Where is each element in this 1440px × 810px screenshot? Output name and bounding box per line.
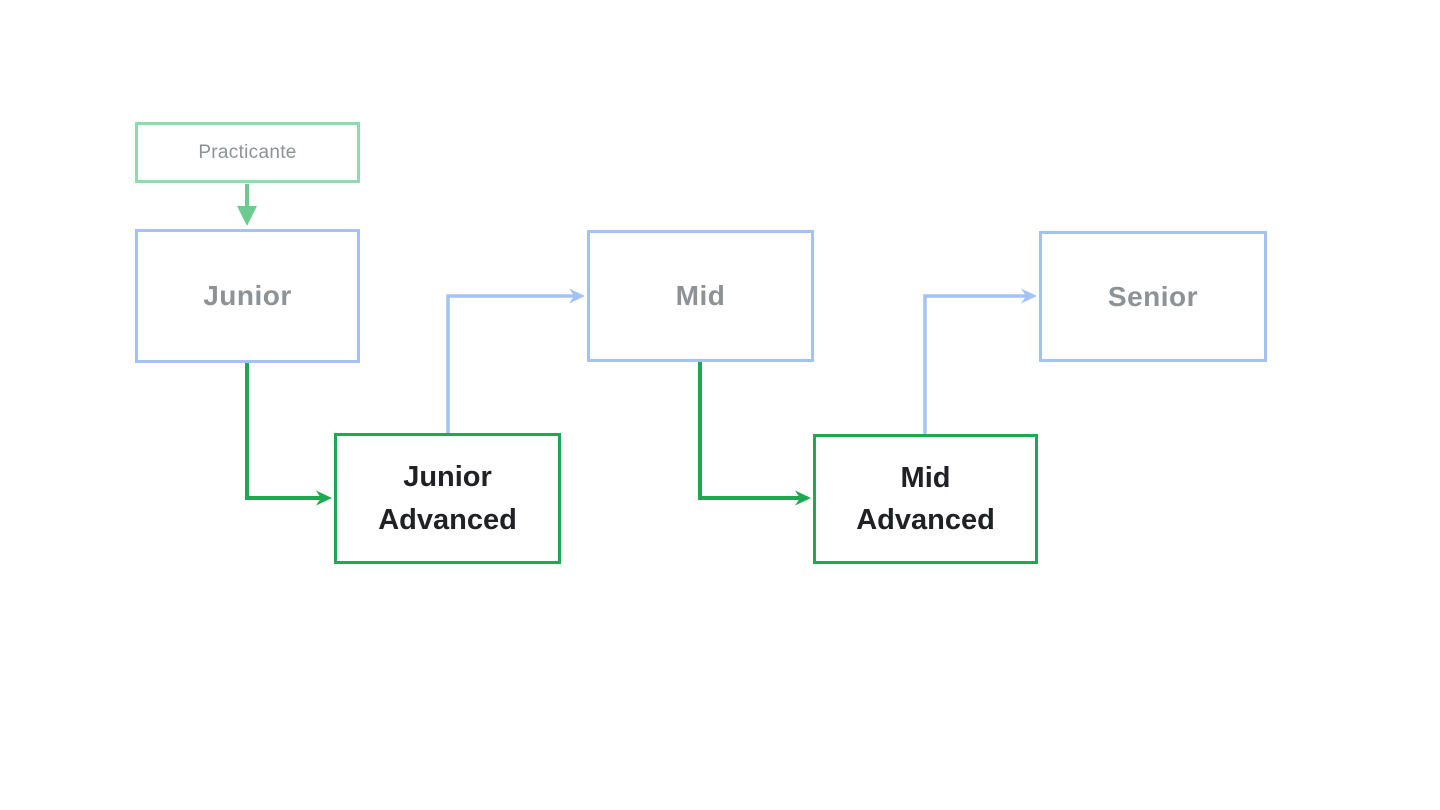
connector-practicante-to-junior bbox=[237, 184, 257, 226]
node-senior-label: Senior bbox=[1107, 280, 1199, 312]
connector-line bbox=[698, 361, 800, 500]
node-mid-advanced-label: Mid Advanced bbox=[856, 461, 995, 536]
connector-junior-to-junior-advanced bbox=[245, 362, 332, 506]
arrowhead-down-icon bbox=[237, 206, 257, 226]
node-mid-advanced: Mid Advanced bbox=[813, 434, 1038, 564]
arrowhead-right-icon bbox=[1021, 288, 1037, 304]
connector-line bbox=[446, 294, 574, 434]
node-junior-advanced-label: Junior Advanced bbox=[378, 461, 517, 536]
node-practicante-label: Practicante bbox=[198, 141, 297, 163]
node-mid: Mid bbox=[587, 230, 814, 362]
connector-mid-to-mid-advanced bbox=[698, 361, 811, 506]
node-practicante: Practicante bbox=[135, 122, 360, 183]
arrowhead-right-icon bbox=[316, 490, 332, 506]
arrowhead-right-icon bbox=[795, 490, 811, 506]
node-mid-label: Mid bbox=[675, 280, 726, 311]
node-junior: Junior bbox=[135, 229, 360, 363]
connector-line bbox=[923, 294, 1026, 435]
node-junior-label: Junior bbox=[203, 280, 292, 311]
connector-line bbox=[245, 362, 321, 500]
connector-mid-advanced-to-senior bbox=[923, 288, 1037, 435]
node-senior: Senior bbox=[1039, 231, 1267, 362]
node-junior-advanced: Junior Advanced bbox=[334, 433, 561, 564]
arrowhead-right-icon bbox=[569, 288, 585, 304]
connector-junior-advanced-to-mid bbox=[446, 288, 585, 434]
